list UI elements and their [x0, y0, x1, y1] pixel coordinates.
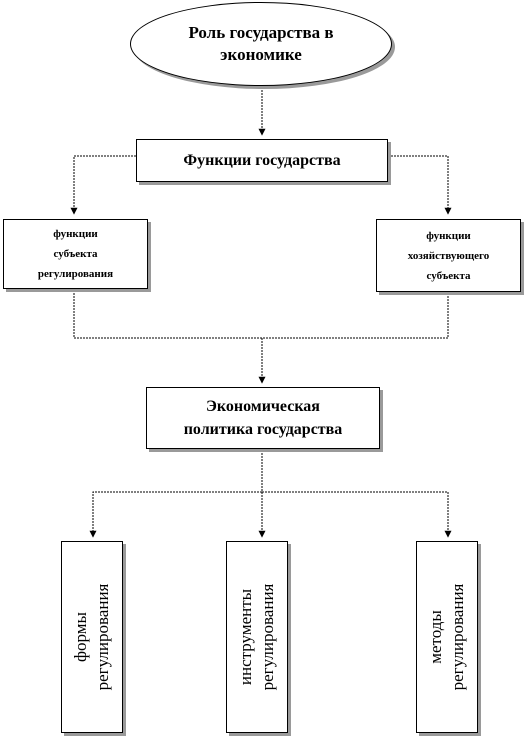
leaf-instruments-line1: инструменты — [236, 588, 255, 686]
root-node: Роль государства в экономике — [130, 2, 392, 86]
connector-policy-methods — [262, 491, 452, 538]
economic-policy-node: Экономическая политика государства — [146, 387, 380, 449]
economic-subject-line3: субъекта — [426, 269, 471, 282]
subject-regulation-node: функции субъекта регулирования — [3, 219, 148, 289]
economic-policy-line1: Экономическая — [206, 398, 320, 415]
economic-subject-line2: хозяйствующего — [407, 249, 490, 262]
economic-subject-node: функции хозяйствующего субъекта — [376, 219, 521, 292]
connector-functions-host — [388, 155, 452, 215]
connector-merge — [73, 290, 449, 339]
subject-regulation-line2: субъекта — [53, 248, 98, 260]
leaf-methods-node: методы регулирования — [416, 541, 478, 733]
subject-regulation-line1: функции — [53, 228, 98, 240]
subject-regulation-line3: регулирования — [37, 268, 114, 280]
economic-subject-line1: функции — [426, 229, 471, 242]
functions-label: Функции государства — [183, 151, 341, 169]
leaf-forms-line1: формы — [71, 612, 90, 662]
leaf-methods-line1: методы — [426, 610, 445, 664]
connector-functions-subject — [70, 155, 136, 215]
leaf-instruments-line2: регулирования — [258, 583, 277, 691]
root-label-line2: экономике — [220, 45, 302, 64]
leaf-methods-line2: регулирования — [448, 583, 467, 691]
leaf-forms-node: формы регулирования — [61, 541, 123, 733]
functions-node: Функции государства — [136, 139, 388, 182]
root-label-line1: Роль государства в — [188, 23, 334, 42]
connector-policy-forms — [89, 491, 262, 538]
economic-policy-line2: политика государства — [183, 421, 343, 438]
leaf-forms-line2: регулирования — [93, 583, 112, 691]
leaf-instruments-node: инструменты регулирования — [226, 541, 288, 733]
